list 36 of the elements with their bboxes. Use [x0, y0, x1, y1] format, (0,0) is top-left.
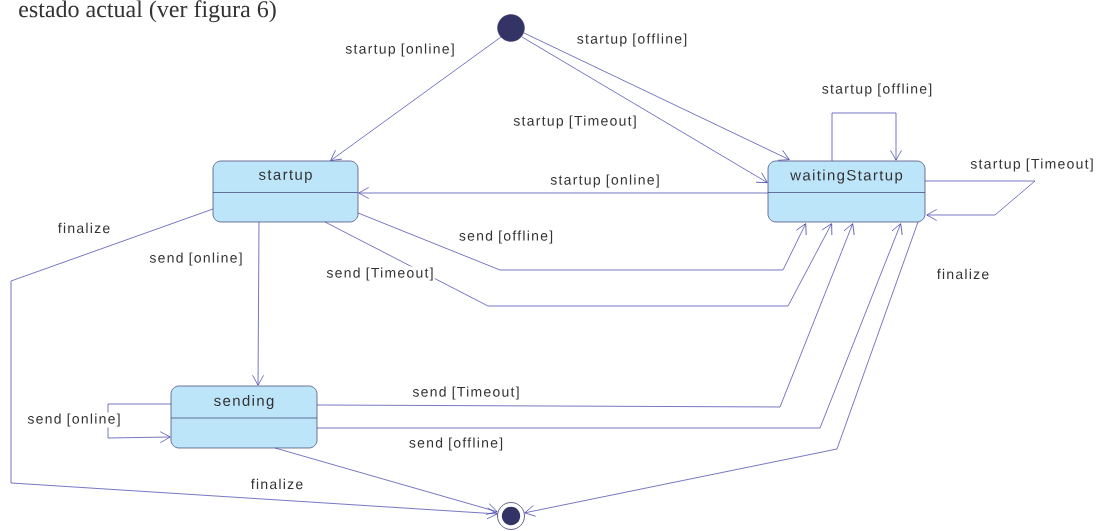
edge-label: startup [Timeout] [512, 114, 638, 130]
transition-arrow [316, 223, 855, 408]
transition-arrow [274, 447, 498, 515]
edge-label: finalize [249, 477, 305, 491]
transition-arrow [924, 180, 1036, 221]
state-box: waitingStartup [767, 160, 926, 223]
edge-label: startup [Timeout] [969, 157, 1095, 173]
edge-label: finalize [935, 267, 991, 281]
edge-label: send [online] [26, 412, 122, 428]
initial-state [497, 14, 525, 42]
state-box: startup [212, 160, 359, 223]
edge-label: send [Timeout] [325, 266, 435, 282]
edge-label: startup [online] [344, 42, 456, 58]
transition-arrow [252, 221, 264, 386]
state-box: sending [170, 385, 318, 449]
edge-label: startup [offline] [820, 82, 934, 98]
heading-text: estado actual (ver figura 6) [19, 0, 276, 23]
final-state [497, 502, 525, 530]
transition-arrow [107, 403, 172, 443]
transition-arrow [521, 36, 768, 183]
edge-label: finalize [56, 221, 112, 235]
edge-label: send [online] [148, 251, 244, 267]
transition-arrow [324, 221, 833, 307]
edge-label: send [Timeout] [411, 385, 521, 401]
transition-arrow [523, 32, 790, 161]
edge-label: send [offline] [457, 229, 555, 245]
transition-arrow [831, 112, 902, 162]
transition-arrow [524, 221, 919, 517]
transition-arrow [330, 36, 502, 161]
transition-arrow [316, 223, 903, 429]
edge-label: startup [online] [549, 173, 661, 189]
transition-arrow [357, 212, 807, 271]
transition-arrow [358, 187, 769, 199]
edge-label: startup [offline] [575, 32, 689, 48]
transition-arrow [10, 208, 498, 520]
edge-label: send [offline] [407, 436, 505, 452]
